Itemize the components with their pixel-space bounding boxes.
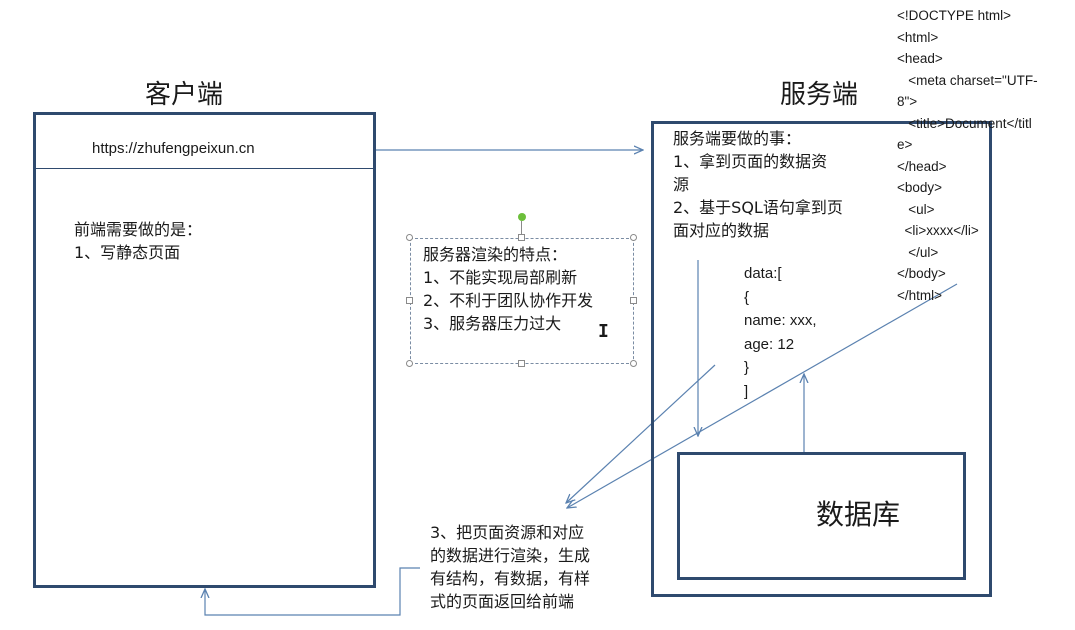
render-note-text: 3、把页面资源和对应 的数据进行渲染，生成 有结构，有数据，有样 式的页面返回给… [430,523,591,611]
rotate-line [521,221,522,238]
ssr-note-text[interactable]: 服务器渲染的特点： 1、不能实现局部刷新 2、不利于团队协作开发 3、服务器压力… [423,245,594,333]
resize-handle-t-icon[interactable] [518,234,525,241]
server-box [651,121,992,597]
resize-handle-tr-icon[interactable] [630,234,637,241]
server-data-sample: data:[ { name: xxx, age: 12 } ] [744,265,817,400]
text-cursor-icon: I [598,321,609,342]
resize-handle-tl-icon[interactable] [406,234,413,241]
client-task-item: 1、写静态页面 [74,243,181,262]
rotate-handle-icon[interactable] [518,213,526,221]
html-code: <!DOCTYPE html> <html> <head> <meta char… [897,8,1038,303]
client-title: 客户端 [145,80,224,110]
database-label: 数据库 [816,498,901,531]
database-box [677,452,966,580]
server-tasks: 服务端要做的事： 1、拿到页面的数据资 源 2、基于SQL语句拿到页 面对应的数… [673,129,843,240]
client-url: https://zhufengpeixun.cn [92,140,255,157]
resize-handle-br-icon[interactable] [630,360,637,367]
resize-handle-l-icon[interactable] [406,297,413,304]
client-url-bar [36,115,373,169]
client-task-title: 前端需要做的是： [74,220,203,239]
server-title: 服务端 [780,80,859,110]
resize-handle-b-icon[interactable] [518,360,525,367]
client-box [33,112,376,588]
resize-handle-r-icon[interactable] [630,297,637,304]
resize-handle-bl-icon[interactable] [406,360,413,367]
